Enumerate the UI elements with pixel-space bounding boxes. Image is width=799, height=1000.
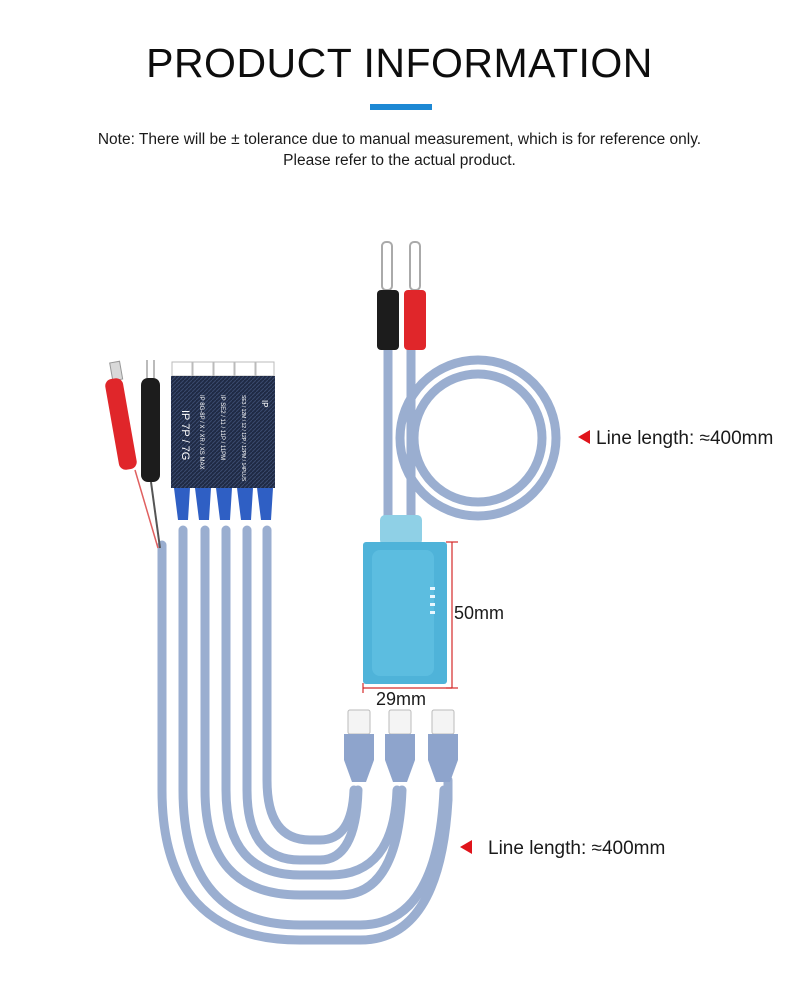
cable-board-3 [221, 525, 402, 880]
module-width-label: 29mm [376, 689, 427, 709]
note-line-1: Note: There will be ± tolerance due to m… [97, 131, 702, 148]
svg-text:IP 7P / 7G: IP 7P / 7G [179, 410, 191, 460]
cable-board-2 [200, 525, 407, 900]
adapter-board-4: SE3 / 12M / 12 / 12P / 12PM / 14PLUS [234, 361, 256, 520]
red-pointer-icon [578, 429, 590, 444]
usb-c-3 [428, 709, 458, 782]
alligator-clip-red [105, 360, 159, 549]
svg-text:IP 8G-8P / X / XR / XS MAX: IP 8G-8P / X / XR / XS MAX [198, 395, 204, 469]
usb-c-2 [385, 709, 415, 782]
bottom-cable-length-label: Line length: ≈400mm [460, 838, 665, 860]
dimension-lines [362, 541, 458, 693]
page-title: PRODUCT INFORMATION [146, 40, 653, 86]
cable-board-1 [178, 525, 449, 930]
banana-plug-red [404, 241, 426, 350]
svg-text:IP SE2 / 11 / 11P / 11PM: IP SE2 / 11 / 11P / 11PM [219, 395, 225, 460]
adapter-board-2: IP 8G-8P / X / XR / XS MAX [192, 361, 214, 520]
adapter-boards: IP 7P / 7G IP 8G-8P / X / XR / XS MAX IP… [171, 361, 275, 520]
cable-board-4 [242, 525, 363, 865]
cable-board-5 [262, 525, 359, 845]
module-height-label: 50mm [454, 603, 505, 623]
usb-c-1 [344, 709, 374, 782]
adapter-board-3: IP SE2 / 11 / 11P / 11PM [213, 361, 235, 520]
top-loop-cable [383, 350, 561, 522]
usb-c-connectors [344, 709, 458, 782]
alligator-clip-black [141, 360, 161, 549]
svg-text:IP: IP [260, 400, 269, 408]
cable-clip-lead [157, 540, 453, 945]
bottom-cable-bundle [157, 525, 453, 945]
title-underline [370, 104, 432, 110]
red-pointer-icon [460, 839, 472, 854]
svg-text:SE3 / 12M / 12 / 12P / 12PM /: SE3 / 12M / 12 / 12P / 12PM / 14PLUS [240, 395, 246, 482]
adapter-board-1: IP 7P / 7G [171, 361, 193, 520]
power-module [363, 515, 447, 684]
note-line-2: Please refer to the actual product. [283, 152, 516, 169]
banana-plug-black [377, 241, 399, 350]
adapter-board-5: IP [255, 361, 275, 520]
top-cable-length-label: Line length: ≈400mm [578, 428, 773, 450]
